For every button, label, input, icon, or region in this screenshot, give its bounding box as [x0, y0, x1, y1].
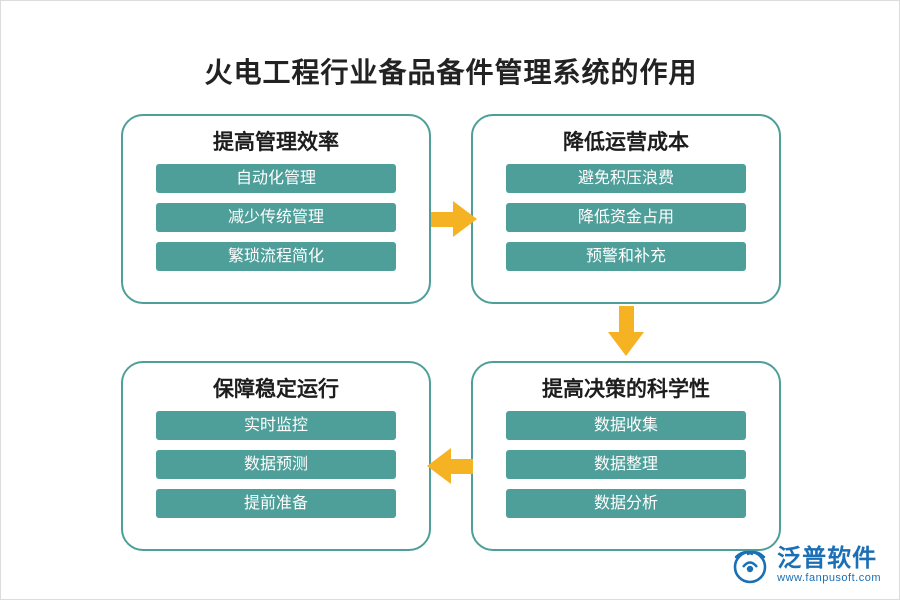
card-title: 降低运营成本 — [563, 131, 689, 154]
card-reduce-cost[interactable]: 降低运营成本 避免积压浪费 降低资金占用 预警和补充 — [471, 114, 781, 304]
card-chip[interactable]: 数据预测 — [156, 450, 396, 479]
card-chip[interactable]: 数据收集 — [506, 411, 746, 440]
card-title: 提高决策的科学性 — [542, 378, 710, 401]
card-chip[interactable]: 预警和补充 — [506, 242, 746, 271]
card-chip[interactable]: 繁琐流程简化 — [156, 242, 396, 271]
arrow-shaft — [447, 459, 473, 474]
card-chip-list: 数据收集 数据整理 数据分析 — [473, 411, 779, 518]
arrow-head — [608, 332, 644, 356]
logo-name: 泛普软件 — [777, 544, 878, 572]
arrow-shaft — [619, 306, 634, 336]
arrow-right-icon — [431, 201, 477, 237]
card-chip-list: 实时监控 数据预测 提前准备 — [123, 411, 429, 518]
card-chip-list: 避免积压浪费 降低资金占用 预警和补充 — [473, 164, 779, 271]
arrow-left-icon — [427, 448, 473, 484]
card-chip[interactable]: 提前准备 — [156, 489, 396, 518]
card-improve-efficiency[interactable]: 提高管理效率 自动化管理 减少传统管理 繁琐流程简化 — [121, 114, 431, 304]
card-chip[interactable]: 自动化管理 — [156, 164, 396, 193]
card-chip[interactable]: 实时监控 — [156, 411, 396, 440]
arrow-shaft — [431, 212, 457, 227]
arrow-head — [427, 448, 451, 484]
card-scientific-decision[interactable]: 提高决策的科学性 数据收集 数据整理 数据分析 — [471, 361, 781, 551]
card-chip[interactable]: 数据整理 — [506, 450, 746, 479]
fanpu-logo-icon — [730, 545, 770, 585]
card-chip[interactable]: 降低资金占用 — [506, 203, 746, 232]
brand-logo[interactable]: 泛普软件 www.fanpusoft.com — [730, 545, 881, 585]
card-chip[interactable]: 避免积压浪费 — [506, 164, 746, 193]
arrow-down-icon — [608, 306, 644, 358]
card-stable-operation[interactable]: 保障稳定运行 实时监控 数据预测 提前准备 — [121, 361, 431, 551]
card-title: 提高管理效率 — [213, 131, 339, 154]
card-title: 保障稳定运行 — [213, 378, 339, 401]
page-title: 火电工程行业备品备件管理系统的作用 — [204, 57, 698, 88]
card-chip-list: 自动化管理 减少传统管理 繁琐流程简化 — [123, 164, 429, 271]
arrow-head — [453, 201, 477, 237]
card-chip[interactable]: 减少传统管理 — [156, 203, 396, 232]
logo-url: www.fanpusoft.com — [777, 572, 881, 585]
logo-text-block: 泛普软件 www.fanpusoft.com — [777, 544, 881, 585]
card-chip[interactable]: 数据分析 — [506, 489, 746, 518]
